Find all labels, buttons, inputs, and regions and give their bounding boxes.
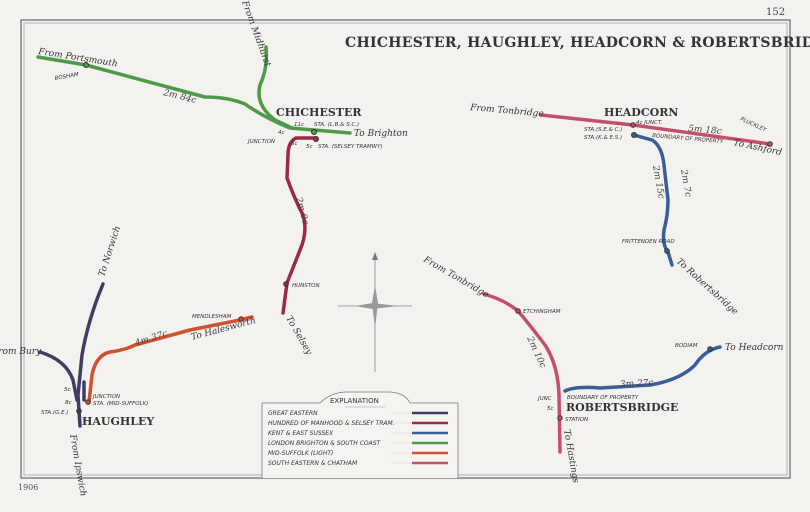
bosham-station-marker [83,62,89,68]
to-norwich-label: To Norwich [97,225,123,278]
legend-item-label: MID-SUFFOLK (LIGHT) [268,450,333,457]
haughley-ge-station-label: STA.(G.E.) [41,410,68,416]
legend-item-label: KENT & EAST SUSSEX [268,430,334,437]
chichester-dist-6: 6c [291,141,298,147]
ge-line-norwich-ipswich [76,282,105,428]
year-label: 1906 [18,483,38,492]
legend-item: LONDON BRIGHTON & SOUTH COAST [268,440,448,447]
legend-item-label: SOUTH EASTERN & CHATHAM [268,460,358,467]
headcorn-name: HEADCORN [604,106,678,119]
legend-item: MID-SUFFOLK (LIGHT) [268,450,448,457]
selsey-mileage: 2m 0c [293,195,310,225]
sec-mileage-robertsbridge: 2m 10c [524,334,548,370]
legend-item-label: GREAT EASTERN [268,410,318,417]
chichester-dist-5: 5c [306,144,313,150]
kes-mileage-headcorn: 2m 7c [678,168,693,198]
headcorn-sec-station-marker [630,122,636,128]
haughley-name: HAUGHLEY [82,415,154,428]
chichester-section: From Portsmouth BOSHAM 2m 84c From Midhu… [36,0,408,358]
from-bury-label: From Bury [0,347,42,357]
headcorn-kes-station-marker [631,132,637,138]
to-selsey-label: To Selsey [283,315,314,358]
legend-item: HUNDRED OF MANHOOD & SELSEY TRAM. [268,420,448,427]
to-robertsbridge-label: To Robertsbridge [674,257,740,317]
etchingham-station-marker [515,308,521,314]
from-ipswich-label: From Ipswich [67,433,88,497]
legend-items: GREAT EASTERN HUNDRED OF MANHOOD & SELSEY… [268,410,448,467]
headcorn-sec-station-label: STA.(S.E.& C.) [584,127,622,133]
map-title: CHICHESTER, HAUGHLEY, HEADCORN & ROBERTS… [345,35,810,51]
chichester-junction-label: JUNCTION [247,139,275,145]
etchingham-label: ETCHINGHAM [523,309,561,315]
robertsbridge-dist-5: 5c [547,406,554,412]
chichester-name: CHICHESTER [276,106,362,119]
headcorn-from-tonbridge-label: From Tonbridge [469,103,544,119]
haughley-ms-station-label: STA. (MID-SUFFOLK) [93,401,148,407]
legend-item-label: HUNDRED OF MANHOOD & SELSEY TRAM. [268,420,395,427]
headcorn-junct-label: 4c JUNCT. [636,120,663,126]
mid-suffolk-mileage: 4m 37c [133,329,169,349]
hunston-label: HUNSTON [292,283,320,289]
mid-suffolk-line [87,315,254,404]
haughley-junction-label: JUNCTION [92,394,120,400]
bodiam-station-marker [707,346,713,352]
robertsbridge-station-label: STATION [565,417,588,423]
from-portsmouth-label: From Portsmouth [37,47,119,70]
haughley-dist-5: 5c [64,387,71,393]
frittenden-station-marker [664,248,670,254]
compass-rose-icon [338,252,412,372]
to-hastings-label: To Hastings [561,429,580,484]
robertsbridge-boundary-label: BOUNDARY OF PROPERTY [567,395,639,401]
lbsc-line-midhurst [257,45,294,130]
headcorn-kes-station-label: STA.(K.& E.S.) [584,135,622,141]
haughley-section: To Norwich From Bury From Ipswich MENDLE… [0,225,257,497]
haughley-ms-station-marker [85,399,91,405]
sec-line-robertsbridge [482,292,562,454]
chichester-selsey-station-label: STA. (SELSEY TRAMWY) [318,144,383,150]
bodiam-label: BODIAM [675,343,698,349]
legend-item: KENT & EAST SUSSEX [268,430,448,437]
headcorn-section: From Tonbridge HEADCORN 4c JUNCT. STA.(S… [469,103,783,317]
mendlesham-label: MENDLESHAM [192,314,231,320]
haughley-dist-8: 8c [65,400,72,406]
legend-item: GREAT EASTERN [268,410,448,417]
robertsbridge-station-marker [557,415,563,421]
frittenden-label: FRITTENDEN ROAD [622,239,675,245]
robertsbridge-section: From Tonbridge ETCHINGHAM 2m 10c JUNC 5c… [421,254,784,484]
robertsbridge-name: ROBERTSBRIDGE [566,401,678,414]
chichester-dist-4: 4c [278,130,285,136]
mendlesham-station-marker [238,316,244,322]
chichester-selsey-station-marker [313,136,319,142]
hunston-station-marker [283,281,289,287]
pluckley-label: PLUCKLEY [739,116,767,133]
legend-title: EXPLANATION [330,397,379,405]
chichester-dist-11: 11c [294,122,304,128]
from-midhurst-label: From Midhurst [239,0,273,69]
chichester-lbsc-station-label: STA. (L.B.& S.C.) [314,122,359,128]
to-brighton-label: To Brighton [354,129,408,139]
selsey-tram-line [281,136,317,315]
robertsbridge-junc-label: JUNC [537,396,552,402]
page-number: 152 [766,7,785,18]
chichester-lbsc-station-marker [311,129,317,135]
legend-item-label: LONDON BRIGHTON & SOUTH COAST [268,440,382,447]
to-headcorn-label: To Headcorn [725,343,784,353]
kes-mileage-robertsbridge: 3m 27c [620,378,654,390]
pluckley-station-marker [767,141,773,147]
bosham-label: BOSHAM [54,72,79,82]
ge-line-bury [38,350,79,402]
kes-line-headcorn [632,133,674,267]
kes-line-robertsbridge [563,345,722,393]
legend: EXPLANATION [261,391,459,478]
legend-item: SOUTH EASTERN & CHATHAM [268,460,448,467]
headcorn-sec-mileage: 5m 18c [688,124,722,137]
robertsbridge-from-tonbridge-label: From Tonbridge [421,254,491,300]
haughley-ge-station-marker [76,408,82,414]
